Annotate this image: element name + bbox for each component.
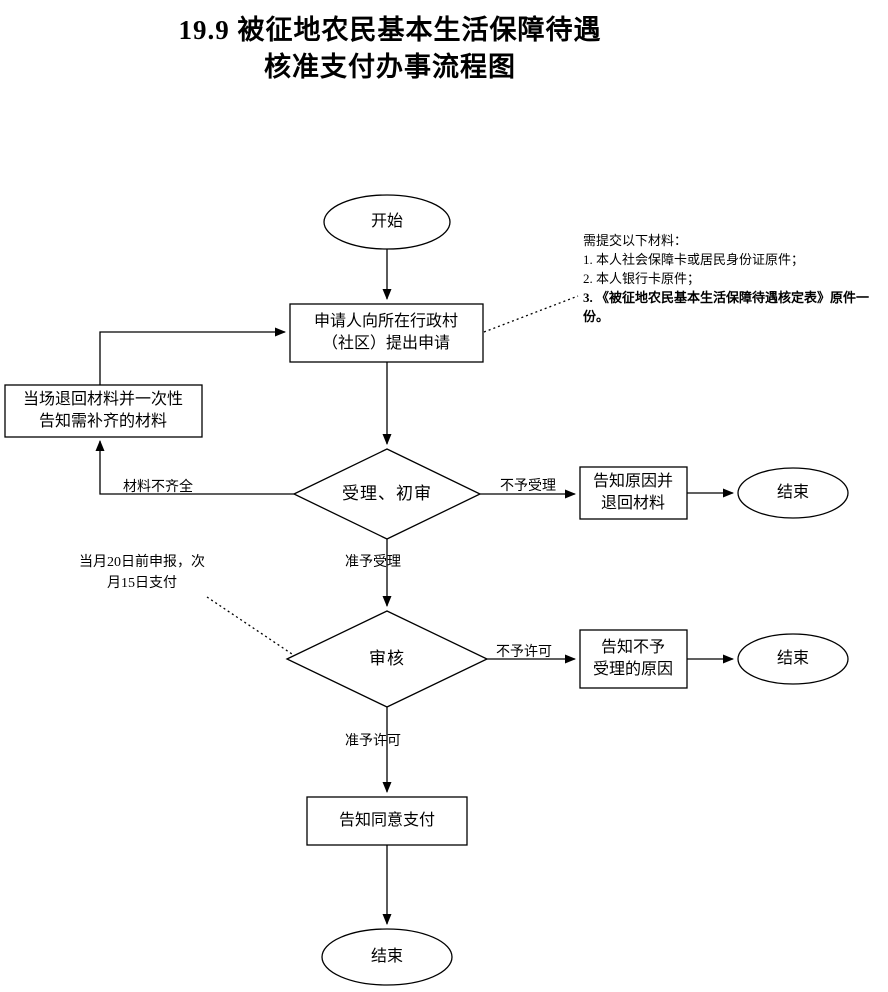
notify-reject-node-label: 告知原因并 退回材料 <box>592 473 674 512</box>
edge-label-permitted: 准予许可 <box>345 734 401 749</box>
page-title-line2: 核准支付办事流程图 <box>264 52 516 82</box>
notify-no-permit-node-label: 告知不予 受理的原因 <box>592 639 674 678</box>
edge-label-not-accepted: 不予受理 <box>500 479 556 494</box>
end1-oval <box>737 467 849 519</box>
end1-node-label: 结束 <box>776 484 810 501</box>
return-materials-rect <box>4 384 203 438</box>
review-node-label: 受理、初审 <box>342 484 432 503</box>
edge-label-not-permitted: 不予许可 <box>496 645 552 660</box>
materials-note: 需提交以下材料： 1. 本人社会保障卡或居民身份证原件； 2. 本人银行卡原件；… <box>583 231 883 326</box>
end2-oval <box>737 633 849 685</box>
edge-label-materials-incomplete: 材料不齐全 <box>123 480 193 495</box>
notify-pay-node-label: 告知同意支付 <box>338 812 436 829</box>
end2-node-label: 结束 <box>776 650 810 667</box>
edge-label-accepted: 准予受理 <box>345 555 401 570</box>
dotted-link-schedule-note <box>206 596 293 655</box>
page-title-line1: 19.9 被征地农民基本生活保障待遇 <box>178 15 602 45</box>
page-title: 19.9 被征地农民基本生活保障待遇 核准支付办事流程图 <box>10 12 770 86</box>
return-materials-node-label: 当场退回材料并一次性 告知需补齐的材料 <box>22 391 184 430</box>
end3-oval <box>321 928 453 986</box>
schedule-note: 当月20日前申报，次 月15日支付 <box>79 555 205 591</box>
materials-note-item1: 1. 本人社会保障卡或居民身份证原件； <box>583 252 805 267</box>
end3-node-label: 结束 <box>370 948 404 965</box>
materials-note-item3: 3. 《被征地农民基本生活保障待遇核定表》原件一份。 <box>583 290 870 324</box>
edge-review-return <box>95 440 294 495</box>
edge-return-apply <box>99 327 286 385</box>
materials-note-header: 需提交以下材料： <box>583 233 688 248</box>
materials-note-item2: 2. 本人银行卡原件； <box>583 271 701 286</box>
start-node-label: 开始 <box>370 213 404 230</box>
audit-node-label: 审核 <box>369 649 405 668</box>
apply-node-label: 申请人向所在行政村 （社区）提出申请 <box>313 313 459 352</box>
dotted-link-materials-note <box>483 295 579 333</box>
